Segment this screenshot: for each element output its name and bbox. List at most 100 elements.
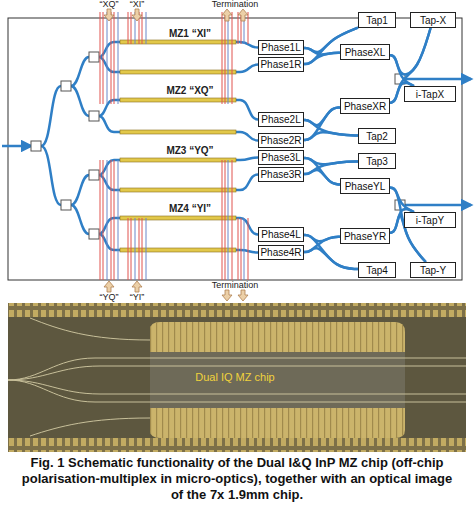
chip-waveguides <box>8 318 466 436</box>
waveguide-connector <box>390 55 414 86</box>
chip-photo <box>8 303 466 452</box>
tap-box: Tap2 <box>358 128 396 144</box>
waveguide <box>71 57 89 86</box>
chip-trace <box>30 318 150 340</box>
splitter-square <box>89 52 99 62</box>
electrode-bar <box>120 158 236 162</box>
rf-line <box>100 160 248 280</box>
box-label: Phase2L <box>261 114 300 125</box>
waveguide-connector <box>390 215 426 262</box>
box-label: Phase3L <box>261 152 300 163</box>
pad-strip <box>8 303 466 317</box>
box-label: Phase4L <box>261 229 300 240</box>
waveguide <box>41 86 61 146</box>
electrode-group <box>120 40 236 252</box>
electrode-bar <box>120 70 236 74</box>
port-arrow <box>222 290 232 301</box>
phase-shifter-box: Phase2L <box>258 112 304 127</box>
port-arrow <box>238 9 248 21</box>
electrode-bar <box>120 130 236 134</box>
splitter-square <box>31 141 41 151</box>
box-label: i-TapX <box>416 89 444 100</box>
waveguide-connector <box>390 28 431 74</box>
output-arrow <box>405 204 471 207</box>
mz-label: MZ1 “XI” <box>145 28 235 40</box>
rf-line-group <box>100 12 248 280</box>
waveguide-connector <box>304 235 358 269</box>
box-label: PhaseYL <box>345 181 386 192</box>
tap-box: Tap1 <box>358 12 396 28</box>
box-label: PhaseXR <box>344 101 386 112</box>
termination-label: Termination <box>205 280 265 291</box>
waveguide-connector <box>304 237 340 252</box>
waveguide-connector <box>304 132 358 140</box>
waveguide-connector <box>304 158 340 185</box>
waveguide-connector <box>304 48 340 55</box>
chip-name-label: Dual IQ MZ chip <box>175 371 295 384</box>
phase-shifter-box: PhaseXR <box>340 98 390 114</box>
electrode-bar <box>120 188 236 192</box>
signal-port-label: “YQ” <box>95 292 123 303</box>
box-label: i-TapY <box>416 215 444 226</box>
tap-box: Tap-Y <box>410 262 456 278</box>
splitter-square <box>61 200 71 210</box>
tap-box: i-TapX <box>404 86 456 102</box>
waveguide-connector <box>390 28 431 103</box>
waveguide-connector <box>390 209 414 233</box>
output-arrow <box>405 78 471 81</box>
input-arrow <box>2 145 31 148</box>
waveguide <box>71 205 89 234</box>
termination-label: Termination <box>205 0 265 10</box>
electrode-bar <box>120 98 236 102</box>
waveguide <box>71 175 89 205</box>
port-arrow <box>132 9 142 21</box>
phase-shifter-box: Phase3R <box>258 167 304 182</box>
waveguide-connector <box>390 188 426 262</box>
box-label: Tap-Y <box>420 265 446 276</box>
waveguide-group <box>2 42 471 253</box>
port-arrow <box>104 281 114 292</box>
mz-arm <box>99 116 258 141</box>
chip-body <box>150 352 405 408</box>
waveguide-connector <box>304 28 358 65</box>
phase-shifter-box: Phase4L <box>258 227 304 242</box>
rf-line <box>100 12 248 104</box>
signal-port-label: “YI” <box>123 292 151 303</box>
tap-box: i-TapY <box>404 212 456 228</box>
tap-box: Tap3 <box>358 153 396 169</box>
mz-arm <box>99 100 258 120</box>
mz-arm <box>99 175 258 191</box>
phase-shifter-box: PhaseXL <box>340 44 390 60</box>
box-label: PhaseYR <box>344 231 386 242</box>
port-arrow <box>222 9 232 21</box>
phase-shifter-box: Phase2R <box>258 133 304 148</box>
waveguide-connector <box>304 158 358 164</box>
mz-arm <box>99 234 258 253</box>
box-label: Tap3 <box>366 156 388 167</box>
phase-shifter-box: Phase1L <box>258 40 304 55</box>
combiner-square <box>395 200 405 210</box>
mz-label: MZ3 “YQ” <box>145 145 235 157</box>
waveguide-connector <box>304 162 358 175</box>
phase-shifter-box: PhaseYR <box>340 228 390 244</box>
box-label: Tap2 <box>366 131 388 142</box>
splitter-square <box>61 81 71 91</box>
chip-trace <box>30 418 150 436</box>
mz-arm <box>99 158 258 176</box>
photo-background <box>8 303 466 452</box>
electrode-bar <box>120 216 236 220</box>
waveguide-connector <box>304 107 340 125</box>
mz-label: MZ2 “XQ” <box>145 85 235 97</box>
mz-arm <box>99 218 258 235</box>
electrode-bar <box>120 248 236 252</box>
waveguide-connector <box>304 28 358 53</box>
waveguide-connector <box>390 83 414 103</box>
pad-strip <box>8 303 466 317</box>
port-arrow-group <box>104 9 248 301</box>
splitter-group <box>31 52 405 239</box>
box-label: Tap4 <box>366 265 388 276</box>
splitter-square <box>89 229 99 239</box>
